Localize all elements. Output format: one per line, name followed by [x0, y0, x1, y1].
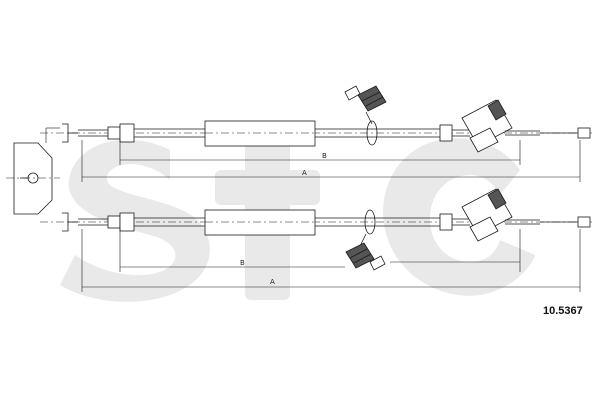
lower-dimension-b-label: B [240, 259, 245, 267]
lower-sleeve [204, 209, 316, 236]
lower-right-bracket-fitting [461, 188, 513, 242]
lower-cable-assembly [40, 188, 595, 292]
upper-right-nipple [577, 127, 591, 139]
upper-right-grommet [439, 124, 453, 142]
upper-dimension-b-label: B [322, 152, 327, 160]
lower-right-nipple [577, 216, 591, 228]
upper-dimension-a-label: A [302, 169, 307, 177]
mounting-bracket [6, 127, 60, 215]
upper-right-bracket-fitting [461, 99, 513, 153]
upper-left-ferrule [107, 126, 121, 140]
lower-push-clip-fastener [345, 233, 386, 271]
upper-cable-clip [366, 120, 378, 146]
upper-push-clip-fastener [344, 85, 387, 125]
upper-left-grommet [119, 123, 135, 143]
lower-left-ferrule [107, 215, 121, 229]
upper-sleeve [204, 120, 316, 147]
lower-left-grommet [119, 212, 135, 232]
lower-cable-clip [364, 209, 376, 235]
lower-dimension-a-label: A [270, 278, 275, 286]
lower-right-grommet [439, 213, 453, 231]
upper-cable-assembly [40, 85, 595, 182]
part-number-label: 10.5367 [543, 305, 583, 317]
